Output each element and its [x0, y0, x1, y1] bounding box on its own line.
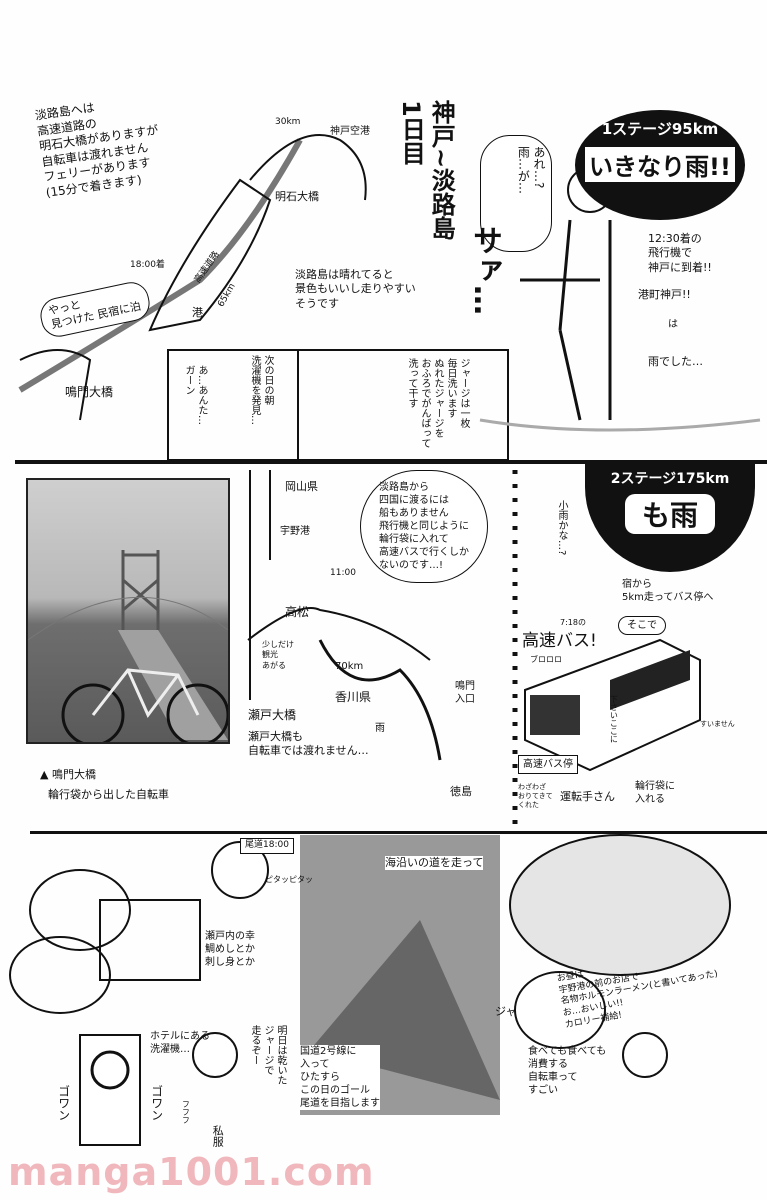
route-note: 国道2号線に 入って ひたすら この日のゴール 尾道を目指します — [300, 1045, 380, 1110]
bubble-text: 雨…が… — [516, 146, 531, 194]
shikoku-speech-bubble: 淡路島から 四国に渡るには 船もありません 飛行機と同じように 輪行袋に入れて … — [360, 470, 488, 583]
bubble-text: あれ…? — [532, 146, 546, 189]
arrival-note: 12:30着の 飛行機で 神戸に到着!! — [648, 232, 712, 274]
shikoku-route — [318, 639, 442, 761]
onomichi-sign: 尾道18:00 — [240, 838, 294, 854]
stage1-label: 1ステージ95km — [601, 120, 719, 138]
washer-note: ホテルにある 洗濯機… — [150, 1031, 210, 1055]
sfx-gowan: ゴワン — [56, 1085, 71, 1121]
comic-gaan-text: あ…あんた… ガーン — [183, 365, 207, 425]
light-rain-text: 小雨かな…? — [556, 500, 567, 556]
washer-door — [90, 1050, 130, 1090]
seto-note: 瀬戸大橋も 自転車では渡れません… — [248, 730, 369, 758]
sunny-note: 淡路島は晴れてると 景色もいいし走りやすい そうです — [295, 268, 416, 310]
highway-bus-title: 高速バス! — [522, 631, 597, 651]
bus-stop-sign: 高速バス停 — [518, 755, 578, 774]
map-label: 明石大橋 — [275, 190, 319, 203]
map-label: 18:00着 — [130, 260, 165, 270]
sfx-bus: ブロロロ — [530, 655, 562, 664]
map-label: 港 — [192, 306, 203, 319]
map-label: 徳島 — [450, 785, 472, 798]
comic-washer-text: 次の日の朝 洗濯機を発見… — [249, 355, 273, 425]
bus-illustration — [524, 638, 701, 772]
map-label: 鳴門 入口 — [455, 681, 475, 705]
section-divider — [30, 831, 767, 834]
rice-bowl — [514, 971, 606, 1049]
bus-door-text: 下さいここに — [609, 695, 619, 743]
map-label: 香川県 — [335, 690, 372, 704]
ramen-bowl — [509, 834, 731, 976]
map-label: 岡山県 — [285, 480, 318, 493]
map-label: 鳴門大橋 — [65, 385, 114, 399]
bag-note: 輪行袋に 入れる — [635, 781, 675, 805]
plate-salad — [9, 936, 111, 1014]
sfx-ja: ジャ — [495, 1005, 517, 1018]
fufu-text: フフフ — [181, 1100, 191, 1124]
eat-note: 食べても食べても 消費する 自転車って すごい — [528, 1046, 607, 1096]
map-label: 30km — [275, 117, 301, 127]
coast-road-caption: 海沿いの道を走って — [385, 856, 484, 871]
shikoku-coast — [19, 349, 92, 421]
stage2-label: 2ステージ175km — [610, 471, 730, 487]
map-label: 高松 — [285, 605, 310, 619]
character-head — [622, 1032, 668, 1078]
watermark: manga1001.com — [8, 1150, 375, 1194]
stage1-badge: 1ステージ95km いきなり雨!! — [575, 110, 745, 220]
map-label: 瀬戸大橋 — [248, 708, 297, 722]
sfx-rain: サァ… — [467, 225, 502, 315]
map-label: 宇野港 — [280, 526, 310, 537]
photo-caption: 輪行袋から出した自転車 — [48, 788, 169, 801]
stage2-headline: も雨 — [625, 494, 715, 534]
photo-content — [28, 550, 228, 742]
map-label: 雨 — [375, 723, 385, 734]
shikoku-coast — [247, 607, 431, 661]
section-divider — [15, 460, 767, 464]
plain-clothes-text: 私服 — [211, 1125, 225, 1147]
sfx-gowan: ゴワン — [149, 1085, 164, 1121]
day-route: 神戸~淡路島 — [427, 100, 456, 241]
dry-note: 明日は乾いた ジャージで 走るぞー — [249, 1025, 286, 1085]
puddle — [479, 418, 761, 432]
rice-pot — [99, 899, 201, 981]
photo-caption: ▲ 鳴門大橋 — [40, 768, 96, 781]
text: は — [668, 319, 678, 330]
kobe-coast — [249, 134, 367, 201]
comic-jersey-text: ジャージは一枚 毎日洗います ぬれたジャージを おふろでがんばって 洗って干す — [406, 358, 469, 448]
awaji-note: 淡路島へは 高速道路の 明石大橋がありますが 自転車は渡れません フェリーがあり… — [34, 100, 160, 200]
rain-speech-bubble: あれ…? 雨…が… — [480, 135, 552, 252]
port-kobe-text: 港町神戸!! — [638, 288, 691, 301]
walk-note: 宿から 5km走ってバス停へ — [622, 579, 714, 603]
stage1-headline: いきなり雨!! — [585, 147, 735, 182]
highway-road — [18, 138, 303, 393]
sokode-bubble: そこで — [618, 616, 666, 635]
character-head — [192, 1032, 238, 1078]
driver-label: 運転手さん — [560, 790, 615, 803]
dinner-note: 瀬戸内の幸 鯛めしとか 刺し身とか — [205, 931, 255, 968]
map-label: 70km — [335, 661, 364, 672]
awaji-island — [148, 178, 272, 332]
day-number: 1日目 — [397, 100, 426, 165]
time-label: 7:18の — [560, 618, 586, 627]
map-label: 神戸空港 — [330, 126, 370, 137]
sorry-text: すいません — [700, 720, 735, 728]
bridge-bicycle-photo — [26, 478, 230, 744]
plate-gyoza — [29, 869, 131, 951]
map-label: 11:00 — [330, 568, 356, 578]
text: 雨でした… — [648, 355, 703, 368]
map-road — [249, 470, 271, 700]
rider-with-bike — [520, 219, 612, 421]
driver-note: わざわざ おりてきて くれた — [518, 783, 553, 810]
sfx-pita: ピタッピタッ — [265, 875, 313, 884]
map-label: 少しだけ 観光 あがる — [262, 640, 294, 670]
